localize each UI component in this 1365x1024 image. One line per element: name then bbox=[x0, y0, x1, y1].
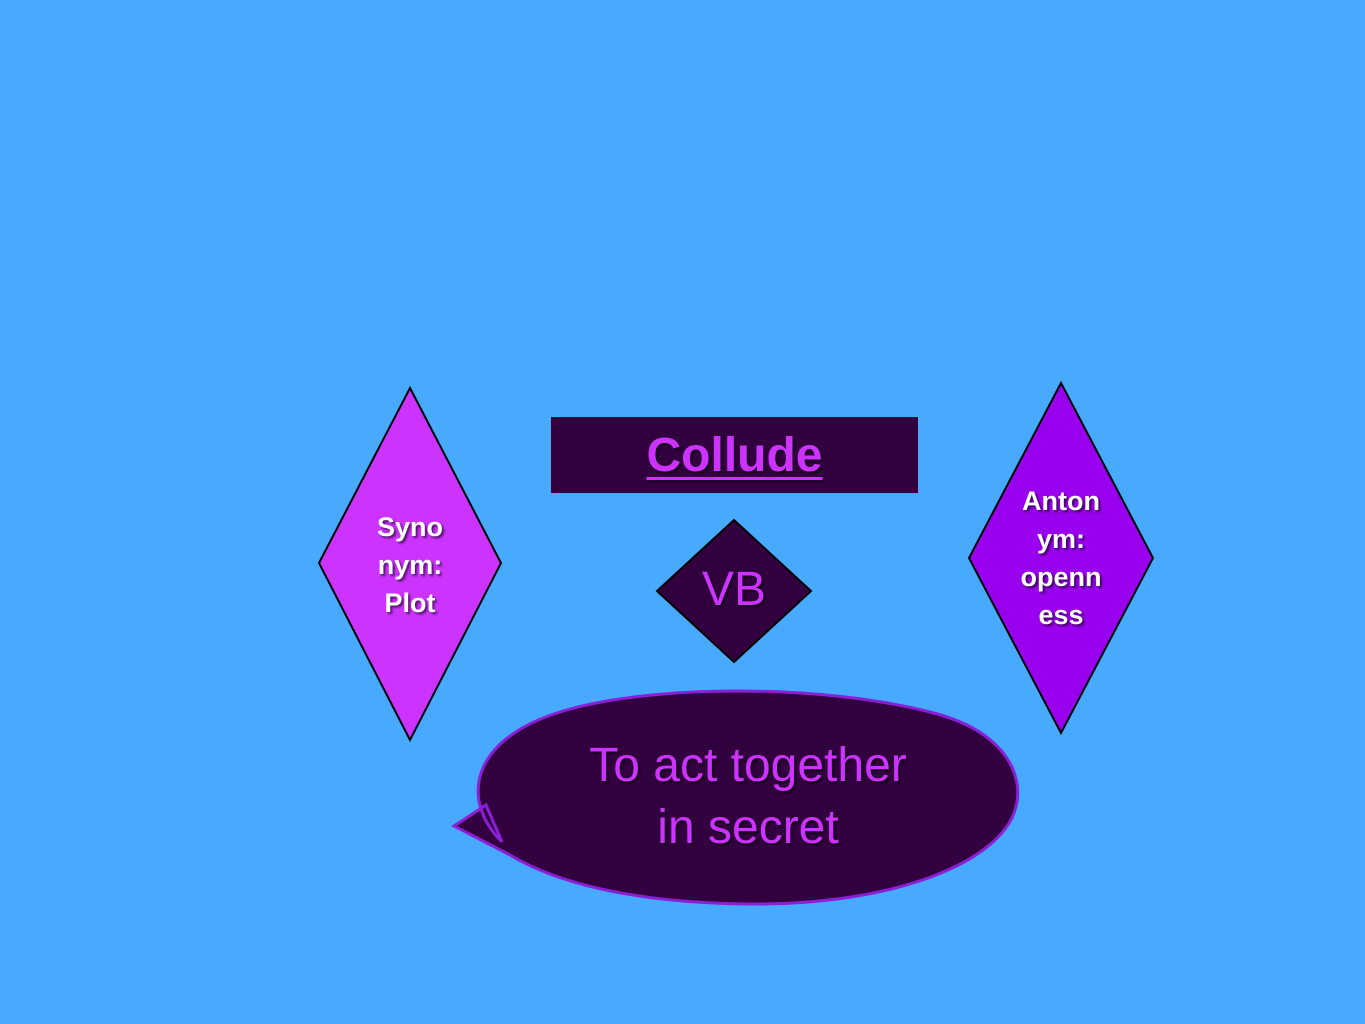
definition-line-1: To act together bbox=[589, 739, 907, 792]
antonym-line-4: ess bbox=[1038, 600, 1084, 630]
part-of-speech-label: VB bbox=[701, 563, 767, 616]
definition-callout[interactable] bbox=[451, 689, 1020, 906]
synonym-line-2: nym: bbox=[377, 550, 443, 580]
antonym-line-3: openn bbox=[1020, 562, 1102, 592]
antonym-diamond[interactable] bbox=[967, 380, 1155, 736]
antonym-line-2: ym: bbox=[1036, 524, 1085, 554]
synonym-label: Syno nym: Plot bbox=[355, 508, 465, 622]
title-box: Collude bbox=[551, 417, 918, 493]
antonym-label: Anton ym: openn ess bbox=[1001, 482, 1121, 634]
definition-text: To act together in secret bbox=[518, 735, 978, 859]
synonym-line-1: Syno bbox=[376, 512, 443, 542]
word-title[interactable]: Collude bbox=[646, 428, 823, 482]
synonym-line-3: Plot bbox=[384, 588, 436, 618]
antonym-line-1: Anton bbox=[1022, 486, 1100, 516]
definition-line-2: in secret bbox=[657, 801, 839, 854]
synonym-diamond[interactable] bbox=[317, 385, 503, 743]
part-of-speech-diamond[interactable] bbox=[655, 518, 813, 664]
